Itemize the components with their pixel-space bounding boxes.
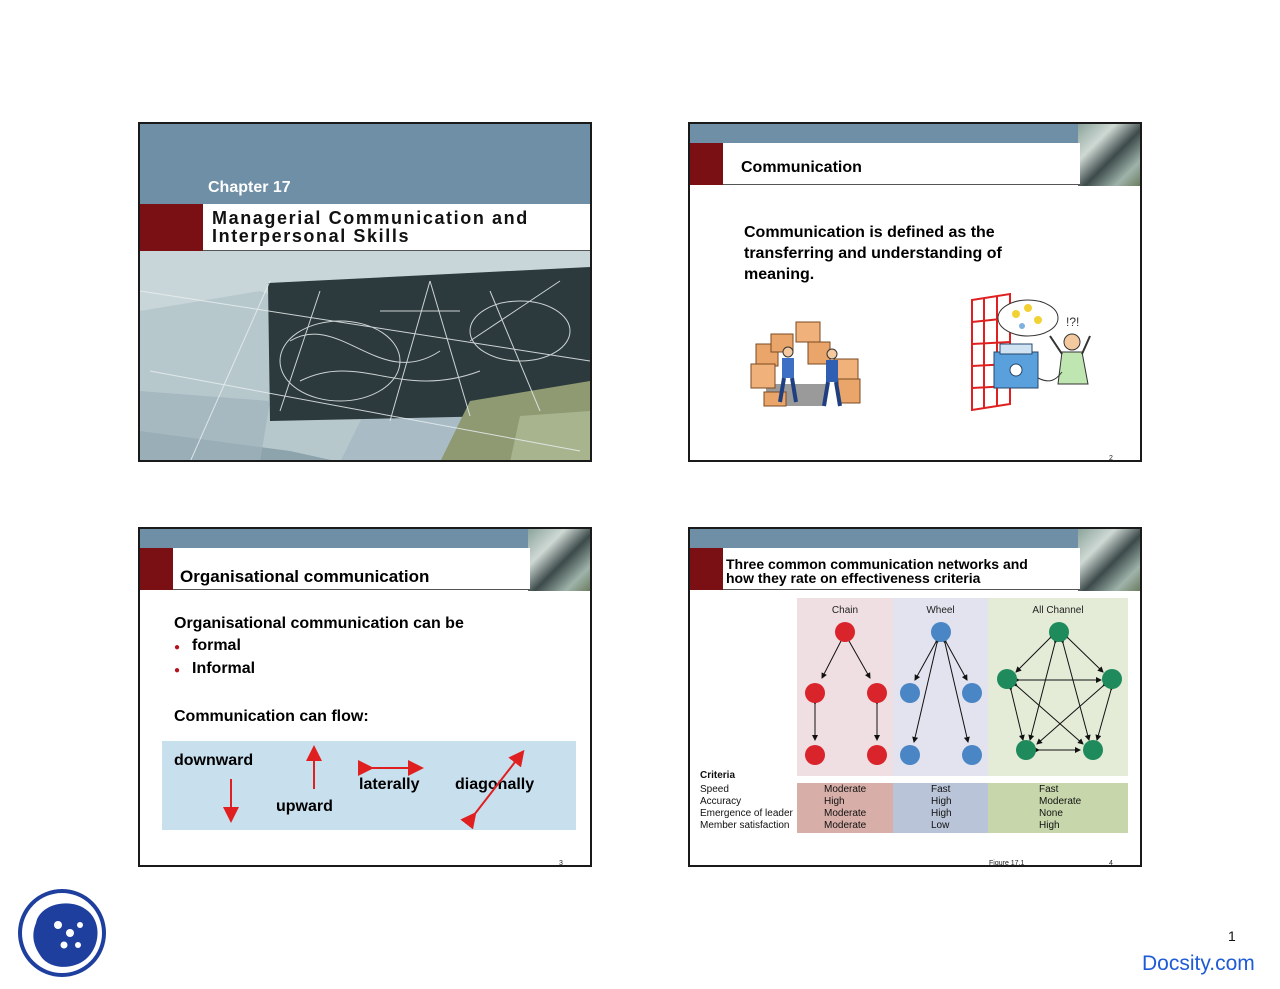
- title-line-2: how they rate on effectiveness criteria: [726, 570, 981, 586]
- rating-cell: Fast: [931, 784, 951, 795]
- all-channel-ratings: Fast Moderate None High: [1039, 784, 1081, 832]
- docsity-link[interactable]: Docsity.com: [1142, 952, 1255, 975]
- chain-network: [812, 635, 880, 741]
- corner-artwork: [528, 529, 590, 591]
- rating-cell: Moderate: [1039, 796, 1082, 807]
- criteria-item: Speed: [700, 784, 729, 795]
- corner-artwork: [1078, 124, 1140, 186]
- flow-upward-label: upward: [276, 798, 333, 815]
- confused-computer-illustration: !?!: [971, 292, 1091, 412]
- wheel-ratings-panel: [893, 783, 988, 833]
- slide-top-bar: [140, 529, 590, 548]
- figure-label: Figure 17.1: [989, 860, 1025, 867]
- definition-line-3: meaning.: [744, 266, 815, 283]
- rating-cell: High: [824, 796, 845, 807]
- title-line-2: Interpersonal Skills: [212, 226, 411, 246]
- slide-communication: Communication Communication is defined a…: [688, 122, 1142, 462]
- network-label-chain: Chain: [831, 605, 859, 616]
- slide-title-text: Three common communication networks and …: [726, 557, 1028, 585]
- diagonal-arrow-icon: [460, 749, 525, 830]
- flow-heading: Communication can flow:: [174, 708, 369, 725]
- slide-number: 2: [1109, 455, 1113, 462]
- svg-text:!?!: !?!: [1066, 315, 1079, 329]
- slide-communication-networks: Three common communication networks and …: [688, 527, 1142, 867]
- abstract-artwork: [140, 251, 590, 460]
- criteria-item: Accuracy: [700, 796, 742, 807]
- bullet-label: formal: [192, 637, 241, 654]
- slide-number: 3: [559, 860, 563, 867]
- flow-arrows: [223, 745, 525, 830]
- rating-cell: High: [931, 808, 952, 819]
- maroon-block: [690, 143, 723, 185]
- all-channel-ratings-panel: [988, 783, 1128, 833]
- criteria-item: Member satisfaction: [700, 820, 790, 831]
- definition-text: Communication is defined as the transfer…: [744, 222, 1002, 285]
- title-box: [173, 548, 530, 590]
- corner-artwork: [1078, 529, 1140, 591]
- maroon-block: [690, 548, 723, 590]
- definition-line-1: Communication is defined as the: [744, 224, 995, 241]
- page-number: 1: [1228, 928, 1236, 944]
- slide-title: Chapter 17 Managerial Communication and …: [138, 122, 592, 462]
- slide-top-bar: [690, 124, 1140, 143]
- network-diagrams: [797, 598, 1128, 776]
- title-box: [203, 204, 590, 251]
- wheel-nodes: [900, 622, 982, 765]
- slide-number: 4: [1109, 860, 1113, 867]
- all-channel-network: [1006, 632, 1116, 753]
- rating-cell: Moderate: [824, 784, 867, 795]
- bullet-icon: ●: [174, 642, 181, 653]
- rating-cell: Moderate: [824, 820, 867, 831]
- chain-ratings: Moderate High Moderate Moderate: [824, 784, 866, 832]
- criteria-item: Emergence of leader: [700, 808, 793, 819]
- bullet-item: ● Informal: [174, 660, 256, 678]
- rating-cell: Moderate: [824, 808, 867, 819]
- network-label-all-channel: All Channel: [1032, 605, 1084, 616]
- bullet-item: ● formal: [174, 637, 241, 655]
- chain-ratings-panel: [797, 783, 893, 833]
- bullet-label: Informal: [192, 660, 256, 677]
- rating-cell: Fast: [1039, 784, 1059, 795]
- title-line-1: Managerial Communication and: [212, 208, 529, 228]
- flow-laterally-label: laterally: [359, 776, 420, 793]
- criteria-heading: Criteria: [700, 770, 736, 781]
- flow-downward-label: downward: [174, 752, 254, 769]
- flow-panel: downward upward laterally diagonally: [162, 741, 576, 830]
- rating-cell: High: [931, 796, 952, 807]
- slide-organisational-communication: Organisational communication Organisatio…: [138, 527, 592, 867]
- title-box: [723, 548, 1080, 590]
- slide-title-text: Communication: [741, 159, 862, 176]
- slide-title-text: Managerial Communication and Interperson…: [212, 209, 529, 245]
- definition-line-2: transferring and understanding of: [744, 245, 1002, 262]
- wheel-network: [912, 636, 970, 743]
- bullet-icon: ●: [174, 665, 181, 676]
- slide-top-bar: [690, 529, 1140, 548]
- maroon-block: [140, 204, 203, 251]
- criteria-list: Speed Accuracy Emergence of leader Membe…: [700, 784, 793, 832]
- rating-cell: High: [1039, 820, 1060, 831]
- docsity-logo-icon[interactable]: [18, 889, 106, 977]
- title-line-1: Three common communication networks and: [726, 556, 1028, 572]
- title-box: [723, 143, 1080, 185]
- slide-header-bar: [140, 124, 590, 204]
- rating-cell: None: [1039, 808, 1063, 819]
- network-label-wheel: Wheel: [926, 605, 955, 616]
- moving-boxes-illustration: [750, 321, 861, 407]
- wheel-ratings: Fast High High Low: [931, 784, 952, 832]
- chain-nodes: [805, 622, 887, 765]
- all-channel-nodes: [997, 622, 1122, 760]
- maroon-block: [140, 548, 173, 590]
- rating-cell: Low: [931, 820, 950, 831]
- intro-text: Organisational communication can be: [174, 615, 464, 632]
- slide-title-text: Organisational communication: [180, 567, 430, 586]
- chapter-label: Chapter 17: [208, 179, 291, 196]
